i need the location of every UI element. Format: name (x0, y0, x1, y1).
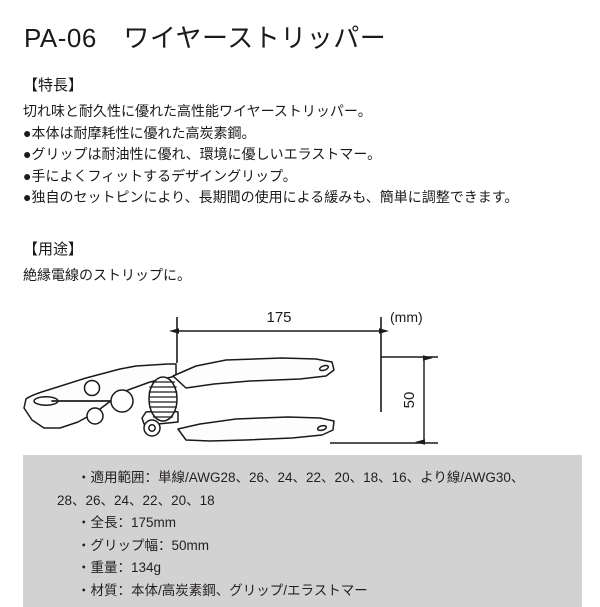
height-dimension-group (330, 355, 438, 445)
spec-line: ・材質：本体/高炭素鋼、グリップ/エラストマー (77, 582, 368, 598)
wire-stripper-illustration (23, 357, 335, 442)
spec-line: ・グリップ幅：50mm (77, 537, 210, 553)
usage-list: 絶縁電線のストリップに。 (23, 265, 191, 287)
height-dimension-label: 50 (401, 392, 418, 409)
length-dimension-label: 175 (266, 309, 291, 326)
features-list: 切れ味と耐久性に優れた高性能ワイヤーストリッパー。 ●本体は耐摩耗性に優れた高炭… (23, 101, 518, 209)
dimension-drawing: 175 (mm) (0, 300, 600, 455)
set-pin (148, 376, 178, 422)
spec-line: ・適用範囲：単線/AWG28、26、24、22、20、18、16、より線/AWG… (77, 470, 525, 485)
feature-line: 切れ味と耐久性に優れた高性能ワイヤーストリッパー。 (23, 103, 372, 119)
specifications-box: ・適用範囲：単線/AWG28、26、24、22、20、18、16、より線/AWG… (23, 455, 582, 607)
length-dimension-group (169, 317, 389, 412)
feature-line: ●グリップは耐油性に優れ、環境に優しいエラストマー。 (23, 146, 382, 162)
unit-label: (mm) (390, 309, 423, 325)
page-title: PA-06 ワイヤーストリッパー (24, 23, 387, 53)
spec-line-continuation: 28、26、24、22、20、18 (57, 492, 215, 508)
feature-line: ●本体は耐摩耗性に優れた高炭素鋼。 (23, 124, 256, 141)
feature-line: ●独自のセットピンにより、長期間の使用による緩みも、簡単に調整できます。 (23, 189, 519, 205)
usage-heading: 【用途】 (23, 241, 84, 258)
usage-line: 絶縁電線のストリップに。 (23, 267, 191, 283)
features-heading: 【特長】 (23, 77, 84, 94)
feature-line: ●手によくフィットするデザイングリップ。 (23, 167, 297, 184)
spec-line: ・重量：134g (77, 560, 162, 575)
spec-line: ・全長：175mm (77, 515, 177, 530)
